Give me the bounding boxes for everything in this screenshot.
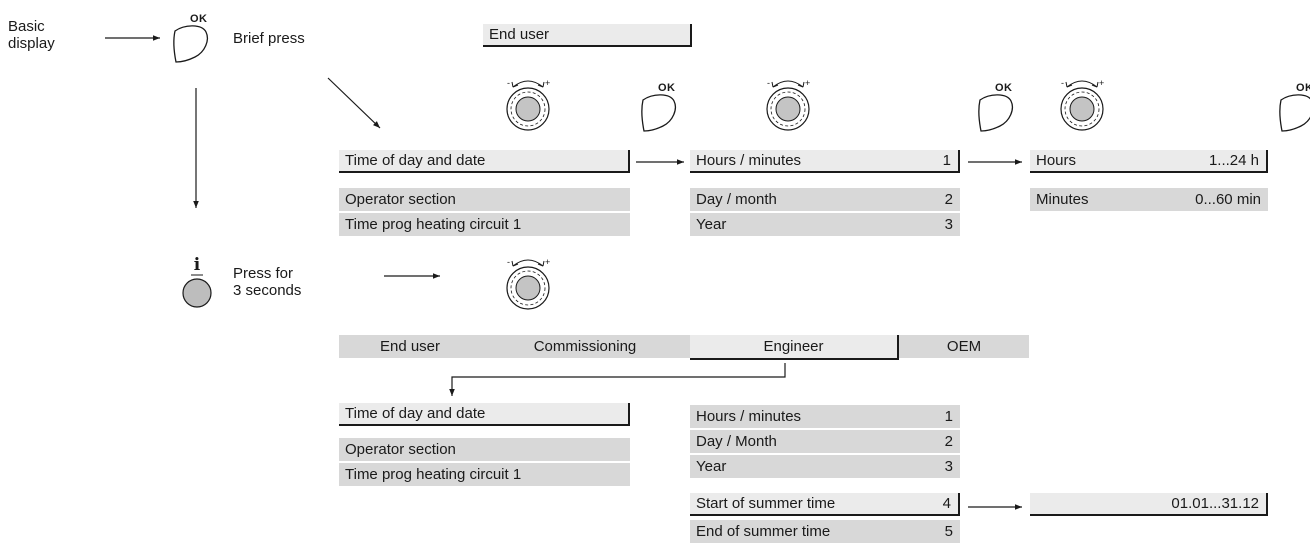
rotary-knob-icon[interactable]: - + [1056, 75, 1108, 131]
svg-text:+: + [805, 78, 810, 88]
svg-text:-: - [507, 257, 510, 267]
info-button-icon[interactable]: i [180, 256, 214, 312]
submenu-item-year[interactable]: Year 3 [690, 213, 960, 236]
ok-button-icon[interactable] [975, 91, 1015, 133]
ok-label: OK [190, 13, 208, 25]
access-level-end-user[interactable]: End user [483, 24, 692, 47]
menu-item-time-prog[interactable]: Time prog heating circuit 1 [339, 463, 630, 486]
level-engineer[interactable]: Engineer [690, 335, 899, 360]
submenu-item-hours-minutes[interactable]: Hours / minutes 1 [690, 405, 960, 428]
value-minutes[interactable]: Minutes 0...60 min [1030, 188, 1268, 211]
ok-button-icon[interactable] [1276, 91, 1310, 133]
submenu-item-day-month[interactable]: Day / month 2 [690, 188, 960, 211]
svg-text:+: + [545, 78, 550, 88]
rotary-knob-icon[interactable]: - + [502, 254, 554, 310]
menu-item-operator-section[interactable]: Operator section [339, 188, 630, 211]
submenu-item-year[interactable]: Year 3 [690, 455, 960, 478]
menu-item-time-of-day[interactable]: Time of day and date [339, 403, 630, 426]
svg-text:-: - [767, 78, 770, 88]
menu-item-time-prog[interactable]: Time prog heating circuit 1 [339, 213, 630, 236]
menu-item-time-of-day[interactable]: Time of day and date [339, 150, 630, 173]
svg-text:+: + [545, 257, 550, 267]
menu-item-operator-section[interactable]: Operator section [339, 438, 630, 461]
rotary-knob-icon[interactable]: - + [762, 75, 814, 131]
level-oem[interactable]: OEM [946, 338, 982, 355]
value-hours[interactable]: Hours 1...24 h [1030, 150, 1268, 173]
submenu-item-day-month[interactable]: Day / Month 2 [690, 430, 960, 453]
svg-text:i: i [194, 256, 201, 275]
ok-label: OK [995, 82, 1013, 94]
svg-text:-: - [507, 78, 510, 88]
submenu-item-hours-minutes[interactable]: Hours / minutes 1 [690, 150, 960, 173]
brief-press-label: Brief press [233, 30, 305, 47]
svg-text:+: + [1099, 78, 1104, 88]
ok-label: OK [1296, 82, 1310, 94]
level-end-user[interactable]: End user [379, 338, 441, 355]
rotary-knob-icon[interactable]: - + [502, 75, 554, 131]
submenu-item-end-summer-time[interactable]: End of summer time 5 [690, 520, 960, 543]
arrow-ok-to-menu [327, 77, 381, 129]
svg-text:-: - [1061, 78, 1064, 88]
level-commissioning[interactable]: Commissioning [533, 338, 637, 355]
arrow-engineer-to-menu [449, 363, 786, 396]
value-date-range[interactable]: 01.01...31.12 [1030, 493, 1268, 516]
access-levels-bar: End user Commissioning Engineer OEM [339, 335, 1029, 360]
ok-button-icon[interactable] [170, 22, 210, 64]
ok-label: OK [658, 82, 676, 94]
submenu-item-start-summer-time[interactable]: Start of summer time 4 [690, 493, 960, 516]
ok-button-icon[interactable] [638, 91, 678, 133]
